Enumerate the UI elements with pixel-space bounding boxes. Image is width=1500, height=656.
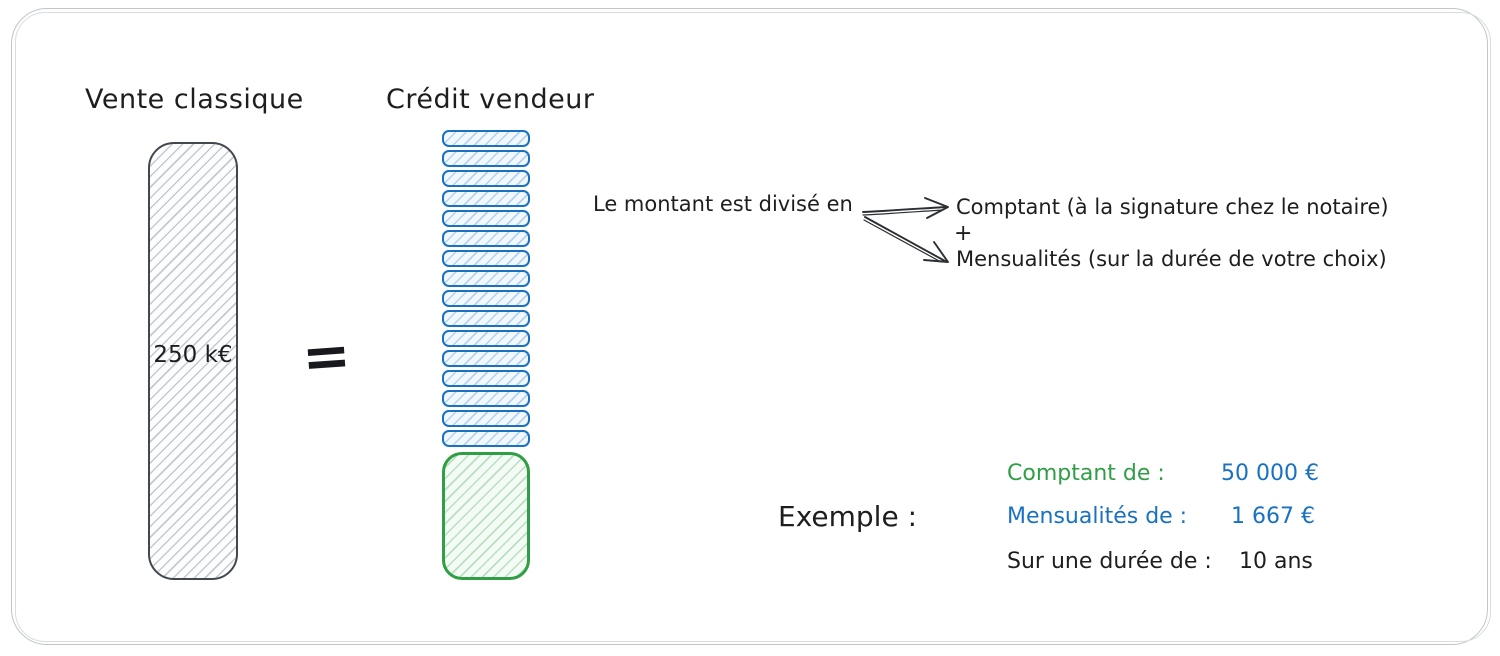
downpayment-block [442,452,530,580]
example-row-label: Comptant de : [1007,461,1165,486]
example-label: Exemple : [778,500,918,533]
installment-bar [442,310,530,327]
branch-comptant: Comptant (à la signature chez le notaire… [956,195,1389,219]
installments-stack [442,130,530,447]
example-row-value: 10 ans [1239,549,1313,574]
installment-bar [442,230,530,247]
plus-sign: + [954,221,973,246]
classic-sale-title: Vente classique [85,84,304,115]
example-row-mensualites: Mensualités de : 1 667 € [1007,504,1347,534]
installment-bar [442,370,530,387]
branch-mensualites: Mensualités (sur la durée de votre choix… [956,247,1387,271]
installment-bar [442,190,530,207]
installment-bar [442,430,530,447]
equals-sign: = [299,320,353,392]
installment-bar [442,170,530,187]
split-arrows-icon [862,197,949,263]
installment-bar [442,270,530,287]
installment-bar [442,130,530,147]
canvas-frame [11,8,1488,645]
canvas-frame-inner-stroke [15,12,1491,642]
example-row-label: Sur une durée de : [1007,549,1212,574]
example-row-value: 1 667 € [1231,504,1315,529]
installment-bar [442,330,530,347]
installment-bar [442,350,530,367]
installment-bar [442,150,530,167]
installment-bar [442,390,530,407]
example-row-value: 50 000 € [1221,461,1319,486]
installment-bar [442,410,530,427]
installment-bar [442,210,530,227]
explanation-lead: Le montant est divisé en [593,192,853,216]
installment-bar [442,290,530,307]
installment-bar [442,250,530,267]
example-row-label: Mensualités de : [1007,504,1188,529]
example-row-duree: Sur une durée de : 10 ans [1007,549,1347,579]
total-amount-bar: 250 k€ [148,142,238,580]
example-row-comptant: Comptant de : 50 000 € [1007,461,1347,491]
seller-credit-title: Crédit vendeur [386,84,595,115]
total-amount-label: 250 k€ [153,342,233,368]
